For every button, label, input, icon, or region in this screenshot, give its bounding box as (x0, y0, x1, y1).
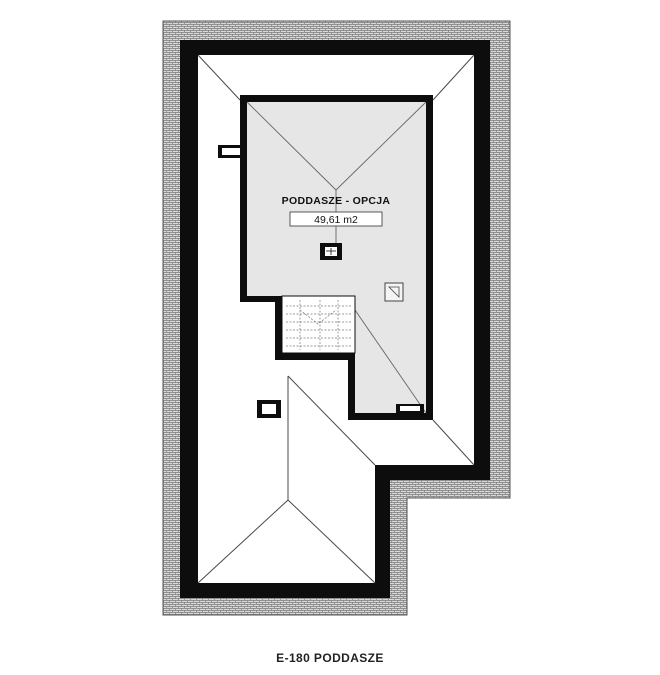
room-name: PODDASZE - OPCJA (282, 195, 391, 207)
vent-icon (218, 145, 244, 158)
room-area-box (289, 211, 383, 227)
room-label: PODDASZE - OPCJA 49,61 m2 (282, 195, 391, 227)
chimney-icon (257, 400, 281, 418)
chimney-icon (320, 243, 342, 260)
staircase-icon (281, 295, 356, 354)
roof-window-icon (384, 282, 404, 302)
plan-caption: E-180 PODDASZE (276, 651, 384, 665)
room-area: 49,61 m2 (314, 214, 358, 226)
roof-lines (197, 54, 475, 584)
vent-icon (396, 404, 424, 413)
